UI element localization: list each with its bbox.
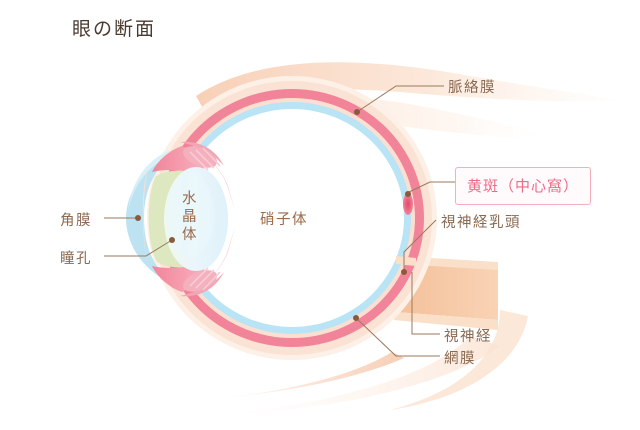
dot-choroid [354,109,360,115]
dot-macula [405,191,411,197]
label-choroid: 脈絡膜 [448,80,496,96]
dot-retina [353,315,359,321]
optic-disc-shape [396,256,416,266]
label-macula-badge: 黄斑（中心窩） [455,167,592,205]
swoosh-bottom-right [390,310,528,410]
leader-optic-nerve [411,272,440,335]
lens-highlight [166,173,214,257]
limbus-shape [142,170,149,268]
macula-marker [403,193,413,215]
dot-cornea [135,215,141,221]
label-lens-char-1: 水 [182,191,199,207]
label-pupil: 瞳孔 [60,251,92,267]
leader-retina [355,317,440,357]
label-optic-nerve: 視神経 [444,329,492,345]
label-lens-char-2: 晶 [182,209,199,226]
leader-pupil [104,239,173,257]
label-cornea: 角膜 [60,213,92,229]
label-lens-char-3: 体 [182,227,199,244]
leader-optic-disc [403,219,437,272]
cornea-shape [126,150,176,286]
swoosh-bottom-lower [210,336,500,416]
page-title: 眼の断面 [72,18,157,40]
label-retina: 網膜 [444,351,476,367]
leader-dot-group [135,109,411,321]
swoosh-top-upper [196,62,616,112]
dot-optic-nerve [401,269,407,275]
ciliary-body-shape [180,141,236,297]
label-vitreous: 硝子体 [260,212,308,228]
vitreous-body [180,109,404,327]
label-lens: 水 晶 体 [182,190,198,244]
leader-choroid [356,85,444,113]
label-optic-disc: 視神経乳頭 [441,215,521,231]
dot-pupil [169,237,175,243]
leader-line-group [104,85,456,357]
leader-macula [408,181,456,193]
